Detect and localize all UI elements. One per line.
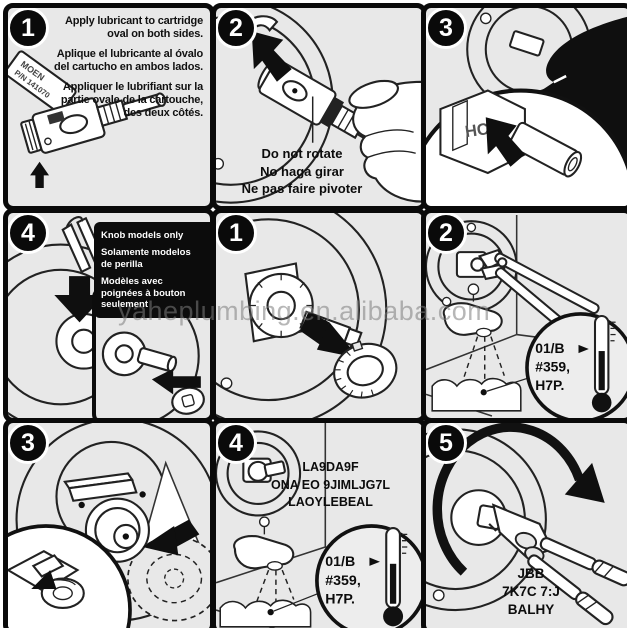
svg-text:H7P.: H7P. xyxy=(325,592,355,608)
hand-icon xyxy=(348,79,422,203)
up-arrow-icon xyxy=(30,161,50,189)
step-number-badge: 1 xyxy=(8,8,49,49)
temperature-code-text: 01/B #359, H7P. xyxy=(325,554,360,608)
panel-remove-retaining-nut: 1 xyxy=(211,208,427,423)
cartridge-lubricant-illustration: MOEN P/N 141070 xyxy=(8,50,167,189)
panel-pliers-pull-stem: 01/B #359, H7P. 2 xyxy=(421,208,627,423)
orientation-arrow-icon xyxy=(485,117,525,167)
ghost-knob xyxy=(127,535,210,622)
water-splash xyxy=(219,599,312,628)
tub-spout-icon xyxy=(442,283,503,338)
tub-spout-icon xyxy=(233,516,295,571)
cartridge-icon xyxy=(20,92,167,154)
small-right-arrow-icon xyxy=(369,557,380,566)
pliers-icon xyxy=(491,503,627,626)
retaining-nut-illustration xyxy=(216,213,398,418)
panel-step2-insert-cartridge: Do not rotate No haga girar Ne pas faire… xyxy=(211,3,427,211)
warning-spanish: No haga girar xyxy=(260,163,344,179)
panel-step4-knob-models: Knob models only Solamente modelos de pe… xyxy=(3,208,215,423)
panel-handle-adapter: 3 xyxy=(3,418,215,628)
warning-english: Do not rotate xyxy=(261,146,343,162)
rotate-arrow-head-icon xyxy=(564,462,605,503)
svg-text:#359,: #359, xyxy=(535,359,570,375)
distorted-code-text: LA9DA9F ONA EO 9JIMLJG7L LAOYLEBEAL xyxy=(270,460,390,509)
water-stream xyxy=(255,569,295,606)
spout-codes-illustration: 01/B #359, H7P. xyxy=(216,423,422,628)
insert-arrow-icon xyxy=(251,31,292,82)
step-number-badge: 5 xyxy=(426,423,467,464)
note-french: Modèles avec poignées à bouton seulement xyxy=(101,276,186,310)
hc-marking: HC xyxy=(464,120,490,141)
svg-text:H7P.: H7P. xyxy=(535,377,564,393)
hc-orientation-illustration: HC xyxy=(426,8,627,206)
handle-adapter-illustration xyxy=(8,423,210,628)
water-splash xyxy=(431,377,522,412)
small-arrow-icon xyxy=(31,570,57,590)
thermometer-icon xyxy=(591,314,616,413)
panel-step1-lubricant: MOEN P/N 141070 Apply lubricant xyxy=(3,3,215,211)
rotate-wrench-illustration xyxy=(426,423,627,626)
knob-models-note: Knob models only Solamente modelos de pe… xyxy=(94,222,210,319)
note-spanish: Solamente modelos de perilla xyxy=(101,247,191,270)
step-number-badge: 1 xyxy=(216,213,257,254)
step-number-badge: 3 xyxy=(426,8,467,49)
step-number-badge: 4 xyxy=(8,213,49,254)
instruction-french: Appliquer le lubrifiant sur la partie ov… xyxy=(60,80,203,119)
note-english: Knob models only xyxy=(101,230,184,241)
left-arrow-icon xyxy=(151,368,201,395)
washer-icon xyxy=(171,386,205,415)
pliers-pull-illustration: 01/B #359, H7P. xyxy=(426,215,627,418)
svg-text:01/B: 01/B xyxy=(535,340,564,356)
magnified-stem: HC xyxy=(439,89,583,178)
instruction-spanish: Aplique el lubricante al óvalo del cartu… xyxy=(53,47,203,73)
panel-spout-codes: 01/B #359, H7P. LA9DA9F ONA EO 9JIMLJG7L… xyxy=(211,418,427,628)
cartridge-stem xyxy=(509,30,545,57)
down-arrow-icon xyxy=(54,276,105,323)
svg-text:01/B: 01/B xyxy=(325,554,355,570)
step-number-badge: 2 xyxy=(426,213,467,254)
attach-arrow-icon xyxy=(142,525,179,556)
water-stream xyxy=(462,336,505,382)
distorted-code-text: JBB 7K7C 7:J BALHY xyxy=(502,566,560,618)
instruction-english: Apply lubricant to cartridge oval on bot… xyxy=(64,15,203,40)
magnifier-circle xyxy=(8,524,132,628)
temperature-code-text: 01/B #359, H7P. xyxy=(535,340,570,393)
warning-french: Ne pas faire pivoter xyxy=(241,181,363,197)
small-right-arrow-icon xyxy=(578,344,589,354)
do-not-rotate-warning: Do not rotate No haga girar Ne pas faire… xyxy=(222,145,382,198)
retaining-nut-icon xyxy=(333,340,398,399)
rotate-arrow-arc xyxy=(432,423,584,576)
panel-rotate-wrench: JBB 7K7C 7:J BALHY 5 xyxy=(421,418,627,628)
step1-instructions: Apply lubricant to cartridge oval on bot… xyxy=(52,15,203,127)
thermometer-icon xyxy=(383,527,408,627)
step-number-badge: 2 xyxy=(216,8,257,49)
step-number-badge: 3 xyxy=(8,423,49,464)
svg-text:#359,: #359, xyxy=(325,573,360,589)
washer-inset-illustration xyxy=(96,290,205,418)
step-number-badge: 4 xyxy=(216,423,257,464)
panel-step3-hc-orientation: HC 3 xyxy=(421,3,627,211)
magnified-detail xyxy=(8,549,85,609)
